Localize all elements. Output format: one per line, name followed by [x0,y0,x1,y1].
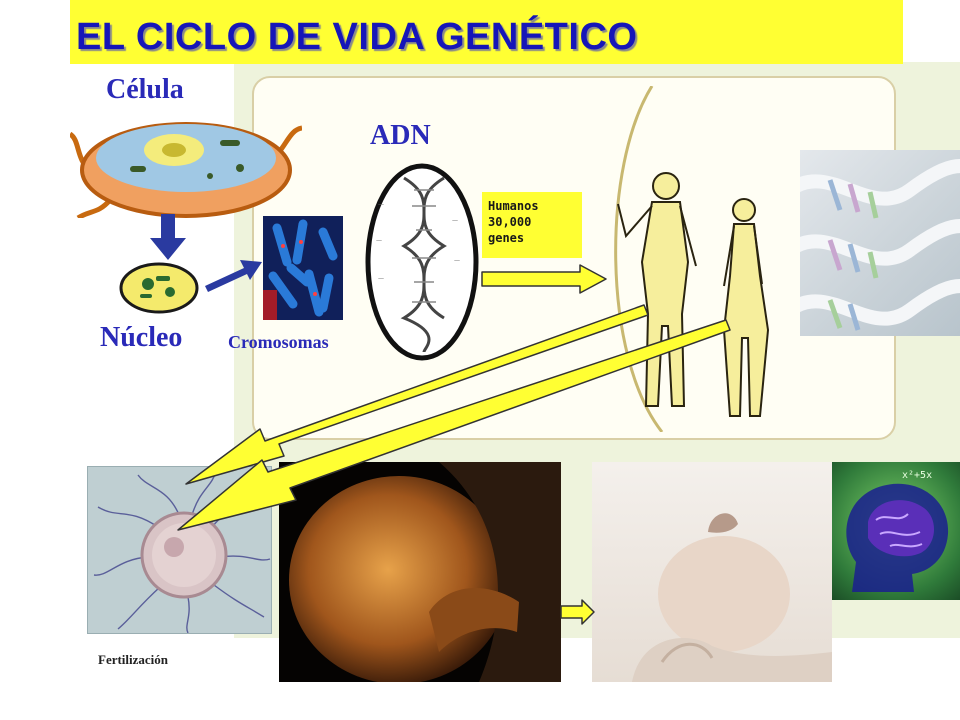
humans-label: Humanos [488,199,539,213]
pregnant-belly-photo [279,462,561,682]
svg-text:—: — [378,201,384,208]
page-title: EL CICLO DE VIDA GENÉTICO [76,16,638,58]
arrow-male-to-egg [185,304,649,485]
cell-illustration [70,110,302,218]
genes-count: 30,000 [488,215,532,229]
arrow-cell-to-nucleus [150,214,186,260]
dna-label: ADN [370,120,431,151]
fertilization-label: Fertilización [98,652,169,667]
brain-illustration: x²+5x [832,462,960,600]
arrow-dna-to-humans [481,264,607,294]
genes-label: genes [488,231,525,245]
arrow-nucleus-to-chromosomes [205,260,262,292]
svg-text:—: — [378,275,384,282]
svg-text:—: — [452,217,458,224]
dna-strands-photo [800,150,960,336]
svg-text:—: — [454,257,460,264]
humans-genes-box: Humanos 30,000 genes [482,192,582,258]
arrow-female-to-egg [177,319,731,531]
svg-text:—: — [376,237,382,244]
svg-text:x²+5x: x²+5x [902,470,932,481]
chromosomes-photo [263,216,343,320]
nucleus-illustration [118,258,200,314]
title-bar [70,0,903,64]
dna-helix-illustration: — — — — — [364,162,484,362]
nucleus-label: Núcleo [100,322,183,353]
chromosomes-label: Cromosomas [228,332,329,352]
cell-label: Célula [106,74,184,105]
newborn-baby-photo [592,462,832,682]
arrow-belly-to-baby [560,599,595,625]
